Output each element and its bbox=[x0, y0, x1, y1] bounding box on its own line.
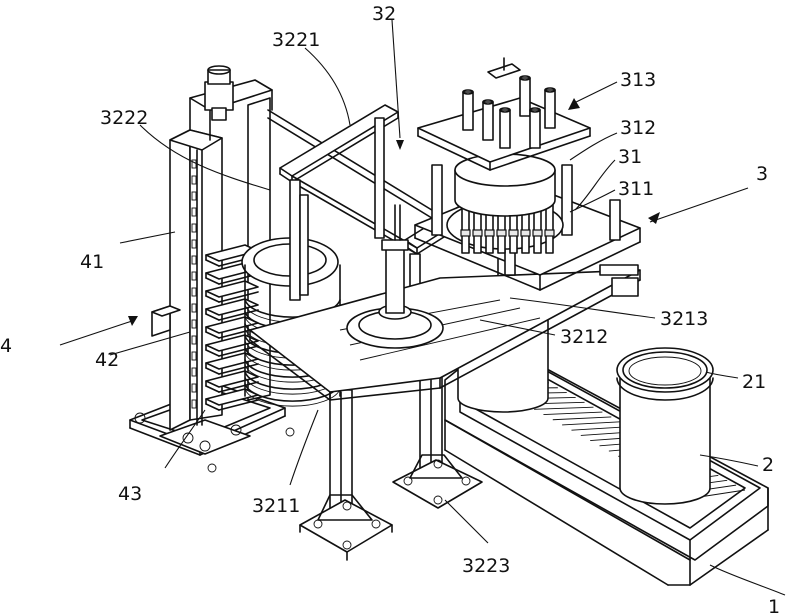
nozzle-collar bbox=[496, 229, 507, 237]
cylinder-cap bbox=[544, 87, 556, 93]
stacker-side-bracket bbox=[151, 305, 181, 337]
tower-hole bbox=[191, 239, 197, 249]
stacker-plate-edge bbox=[205, 331, 220, 339]
tower-hole bbox=[191, 175, 197, 185]
drum-on-conveyor bbox=[616, 347, 714, 505]
label-43: 43 bbox=[118, 483, 142, 505]
stacker-plate-edge bbox=[218, 399, 259, 411]
label-313: 313 bbox=[620, 69, 656, 91]
tower-hole bbox=[191, 287, 197, 297]
tower-hole bbox=[191, 255, 197, 265]
tower-hole bbox=[191, 383, 197, 393]
label-3223: 3223 bbox=[462, 555, 510, 577]
filling-machine bbox=[414, 57, 641, 291]
tower-column-holes bbox=[191, 159, 197, 409]
top-cylinders bbox=[462, 75, 556, 149]
label-1: 1 bbox=[768, 596, 780, 616]
nozzle-collar bbox=[472, 229, 483, 237]
nozzle-collar bbox=[544, 229, 555, 237]
tower-hole bbox=[191, 351, 197, 361]
label-3221: 3221 bbox=[272, 29, 320, 51]
stacker-plate-edge bbox=[218, 345, 259, 357]
label-4: 4 bbox=[0, 335, 12, 357]
stacker-plate-edge bbox=[205, 385, 220, 393]
conveyor-roller bbox=[552, 416, 612, 421]
tower-hole bbox=[191, 335, 197, 345]
filling-nozzle bbox=[545, 204, 554, 254]
stacker-plate-edge bbox=[205, 403, 220, 411]
label-3222: 3222 bbox=[100, 107, 148, 129]
tower-hole bbox=[191, 367, 197, 377]
lid-gripper bbox=[346, 204, 444, 349]
nozzle-collar bbox=[520, 229, 531, 237]
tower-hole bbox=[191, 303, 197, 313]
pneumatic-cylinder bbox=[519, 77, 531, 117]
label-3212: 3212 bbox=[560, 326, 608, 348]
stacker-plate-edge bbox=[218, 291, 259, 303]
stacker-plates bbox=[205, 244, 259, 411]
support-leg-front bbox=[299, 389, 393, 561]
conveyor-roller bbox=[543, 411, 603, 415]
support-leg-rear bbox=[392, 369, 483, 509]
stacker-motor bbox=[204, 65, 234, 121]
cylinder-cap bbox=[529, 107, 541, 113]
label-3: 3 bbox=[756, 163, 768, 185]
stacker-plate-edge bbox=[218, 363, 259, 375]
pneumatic-cylinder bbox=[499, 109, 511, 149]
label-3213: 3213 bbox=[660, 308, 708, 330]
stacker-plate-edge bbox=[205, 259, 220, 267]
label-41: 41 bbox=[80, 251, 104, 273]
filling-nozzle bbox=[461, 204, 470, 254]
rear-brackets bbox=[599, 264, 639, 297]
conveyor-roller bbox=[534, 406, 594, 410]
stacker-plate-edge bbox=[218, 381, 259, 393]
label-31: 31 bbox=[618, 146, 642, 168]
label-21: 21 bbox=[742, 371, 766, 393]
label-3211: 3211 bbox=[252, 495, 300, 517]
cylinder-cap bbox=[482, 99, 494, 105]
tower-hole bbox=[191, 271, 197, 281]
pneumatic-cylinder bbox=[544, 89, 556, 129]
nozzle-collar bbox=[508, 229, 519, 237]
tower-hole bbox=[191, 399, 197, 409]
pneumatic-cylinder bbox=[529, 109, 541, 149]
stacker-plate-edge bbox=[205, 295, 220, 303]
pneumatic-cylinder bbox=[482, 101, 494, 141]
label-32: 32 bbox=[372, 3, 396, 25]
tower-hole bbox=[191, 207, 197, 217]
pneumatic-cylinder bbox=[462, 91, 474, 131]
cylinder-cap bbox=[519, 75, 531, 81]
nozzle-collar bbox=[484, 229, 495, 237]
stacker-plate-edge bbox=[205, 367, 220, 375]
stacker-plate-edge bbox=[205, 349, 220, 357]
label-311: 311 bbox=[618, 178, 654, 200]
nozzle-collar bbox=[532, 229, 543, 237]
stacked-lid-rim bbox=[244, 388, 341, 407]
stacker-plate-edge bbox=[218, 309, 259, 321]
tower-hole bbox=[191, 223, 197, 233]
cylinder-cap bbox=[499, 107, 511, 113]
tower-hole bbox=[191, 319, 197, 329]
label-312: 312 bbox=[620, 117, 656, 139]
lower-platform bbox=[249, 269, 641, 401]
nozzle-collar bbox=[460, 229, 471, 237]
cylinder-cap bbox=[462, 89, 474, 95]
tower-hole bbox=[191, 191, 197, 201]
leader-lines bbox=[59, 19, 786, 596]
label-42: 42 bbox=[95, 349, 119, 371]
stacker-plate-edge bbox=[205, 277, 220, 285]
stacker-plate-edge bbox=[205, 313, 220, 321]
conveyor-roller bbox=[562, 421, 621, 426]
label-2: 2 bbox=[762, 454, 774, 476]
